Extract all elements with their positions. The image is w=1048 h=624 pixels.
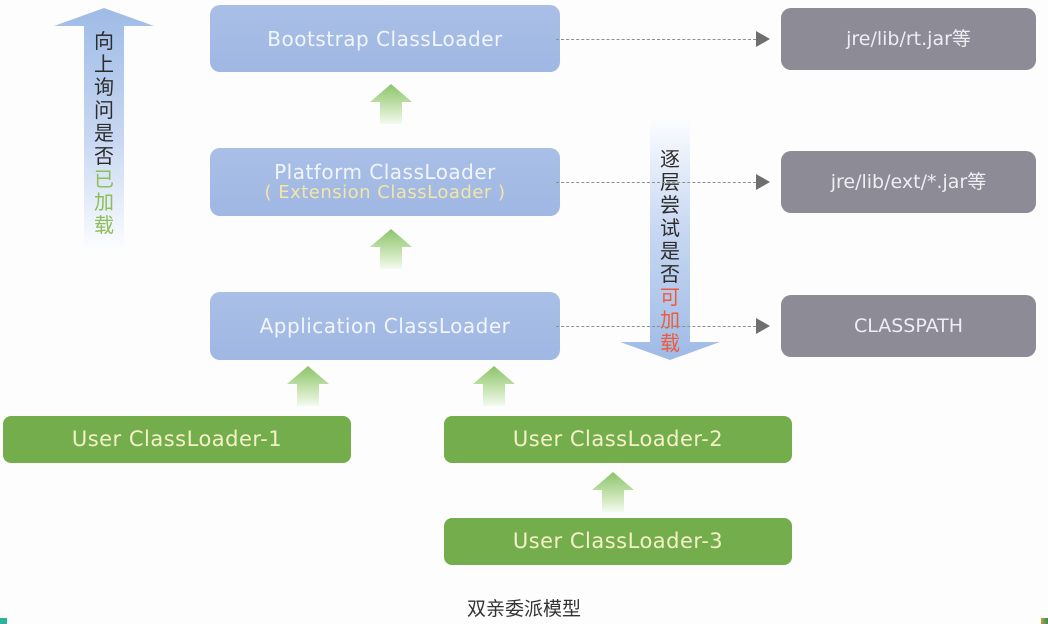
connector-arrowhead-icon xyxy=(756,174,770,190)
up-arrow-icon xyxy=(54,8,154,248)
diagram-caption: 双亲委派模型 xyxy=(466,598,581,620)
user-classloader-2-box: User ClassLoader-2 xyxy=(444,416,792,463)
highlight-char: 加 xyxy=(94,190,114,214)
platform-classloader-label: Platform ClassLoader xyxy=(274,160,496,184)
label-char: 逐 xyxy=(660,147,680,171)
bootstrap-connector xyxy=(556,39,756,40)
platform-classloader-box: Platform ClassLoader ( Extension ClassLo… xyxy=(210,148,560,216)
label-char: 试 xyxy=(660,216,680,240)
user-classloader-2-label: User ClassLoader-2 xyxy=(512,427,724,451)
label-char: 上 xyxy=(94,52,114,76)
ext-jar-label: jre/lib/ext/*.jar等 xyxy=(830,170,987,193)
user-classloader-3-box: User ClassLoader-3 xyxy=(444,518,792,565)
application-classloader-box: Application ClassLoader xyxy=(210,292,560,360)
label-char: 询 xyxy=(94,75,114,99)
corner-mark xyxy=(1041,618,1048,624)
bootstrap-classloader-box: Bootstrap ClassLoader xyxy=(210,5,560,72)
extension-classloader-sublabel: ( Extension ClassLoader ) xyxy=(264,182,506,203)
delegate-up-arrow-icon xyxy=(592,472,634,512)
classpath-label: CLASSPATH xyxy=(853,314,964,337)
label-char: 问 xyxy=(94,98,114,122)
highlight-char: 载 xyxy=(660,331,680,355)
highlight-char: 加 xyxy=(660,308,680,332)
label-char: 向 xyxy=(94,29,114,53)
corner-mark xyxy=(0,618,7,624)
down-arrow-icon xyxy=(620,120,720,360)
delegate-up-arrow-icon xyxy=(287,366,329,406)
application-connector xyxy=(556,326,756,327)
user-classloader-1-label: User ClassLoader-1 xyxy=(71,427,283,451)
delegate-up-arrow-icon xyxy=(370,84,412,124)
highlight-char: 已 xyxy=(94,167,114,191)
downward-load-arrow xyxy=(620,120,720,360)
highlight-char: 载 xyxy=(94,213,114,237)
user-classloader-3-label: User ClassLoader-3 xyxy=(512,529,724,553)
platform-connector xyxy=(556,182,756,183)
label-char: 是 xyxy=(94,121,114,145)
classpath-box: CLASSPATH xyxy=(781,295,1036,357)
label-char: 是 xyxy=(660,239,680,263)
label-char: 否 xyxy=(660,262,680,286)
upward-query-arrow xyxy=(54,8,154,248)
rt-jar-box: jre/lib/rt.jar等 xyxy=(781,8,1036,70)
ext-jar-box: jre/lib/ext/*.jar等 xyxy=(781,151,1036,213)
label-char: 尝 xyxy=(660,193,680,217)
user-classloader-1-box: User ClassLoader-1 xyxy=(3,416,351,463)
downward-load-label: 逐层尝试是否可加载 xyxy=(658,148,682,355)
connector-arrowhead-icon xyxy=(756,318,770,334)
rt-jar-label: jre/lib/rt.jar等 xyxy=(846,27,971,50)
bootstrap-classloader-label: Bootstrap ClassLoader xyxy=(267,26,503,51)
highlight-char: 可 xyxy=(660,285,680,309)
delegate-up-arrow-icon xyxy=(370,229,412,269)
application-classloader-label: Application ClassLoader xyxy=(259,314,511,338)
label-char: 否 xyxy=(94,144,114,168)
delegate-up-arrow-icon xyxy=(473,366,515,406)
upward-query-label: 向上询问是否已加载 xyxy=(92,30,116,237)
connector-arrowhead-icon xyxy=(756,31,770,47)
